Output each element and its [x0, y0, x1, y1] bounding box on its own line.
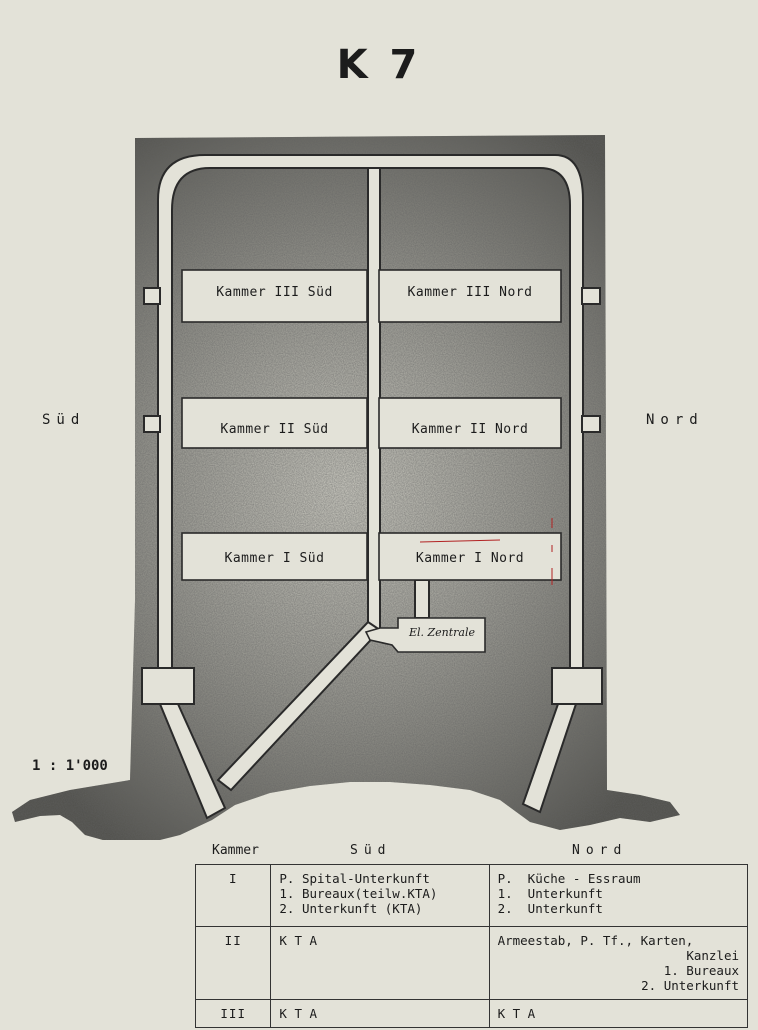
legend-line: K T A — [279, 1006, 318, 1021]
label-kammer-iii-nord: Kammer III Nord — [407, 285, 533, 300]
chamber-iii-nord — [378, 269, 562, 323]
legend-header-kammer: Kammer — [212, 843, 259, 858]
label-nord: Nord — [646, 412, 704, 428]
legend-line: P. Küche - Essraum — [497, 871, 641, 886]
legend-line: 2. Unterkunft — [641, 978, 739, 993]
label-kammer-ii-sud: Kammer II Süd — [220, 422, 329, 437]
legend-line: 2. Unterkunft — [497, 901, 603, 916]
floor-plan — [12, 135, 680, 840]
label-kammer-i-sud: Kammer I Süd — [224, 551, 325, 566]
legend-line: K T A — [279, 933, 318, 948]
label-sud: Süd — [42, 412, 86, 428]
legend-line: K T A — [497, 1006, 536, 1021]
legend-header-sud: Süd — [350, 843, 392, 858]
legend-line: P. Spital-Unterkunft — [279, 871, 430, 886]
legend-sud-cell: K T A — [270, 999, 490, 1028]
legend-row: III K T A K T A — [194, 999, 749, 1028]
label-kammer-iii-sud: Kammer III Süd — [216, 285, 333, 300]
page-title: K 7 — [336, 42, 422, 88]
chamber-ii-nord — [378, 397, 562, 449]
label-kammer-ii-nord: Kammer II Nord — [411, 422, 529, 437]
legend-kammer-number: III — [194, 999, 272, 1028]
chamber-i-sud — [181, 532, 368, 581]
legend-row: II K T A Armeestab, P. Tf., Karten,Kanzlei… — [194, 926, 749, 1000]
chamber-ii-sud — [181, 397, 368, 449]
legend-line: 1. Bureaux — [663, 963, 739, 978]
legend-kammer-number: I — [194, 864, 272, 927]
chambers — [181, 269, 562, 653]
legend-line: 1. Bureaux(teilw.KTA) — [279, 886, 438, 901]
scale-label: 1 : 1'000 — [32, 758, 108, 774]
red-annotations — [419, 518, 553, 585]
label-kammer-i-nord: Kammer I Nord — [415, 551, 525, 566]
el-zentrale-room — [364, 617, 486, 653]
legend-nord-cell: K T A — [488, 999, 749, 1028]
legend-kammer-number: II — [194, 926, 272, 1000]
legend-line: Kanzlei — [686, 948, 739, 963]
legend-line: Armeestab, P. Tf., Karten, — [497, 933, 694, 948]
legend-header-nord: Nord — [572, 843, 628, 858]
legend-line: 1. Unterkunft — [497, 886, 603, 901]
legend-sud-cell: K T A — [270, 926, 490, 1000]
label-el-zentrale: El. Zentrale — [408, 626, 476, 639]
legend-line: 2. Unterkunft (KTA) — [279, 901, 423, 916]
chamber-iii-sud — [181, 269, 368, 323]
